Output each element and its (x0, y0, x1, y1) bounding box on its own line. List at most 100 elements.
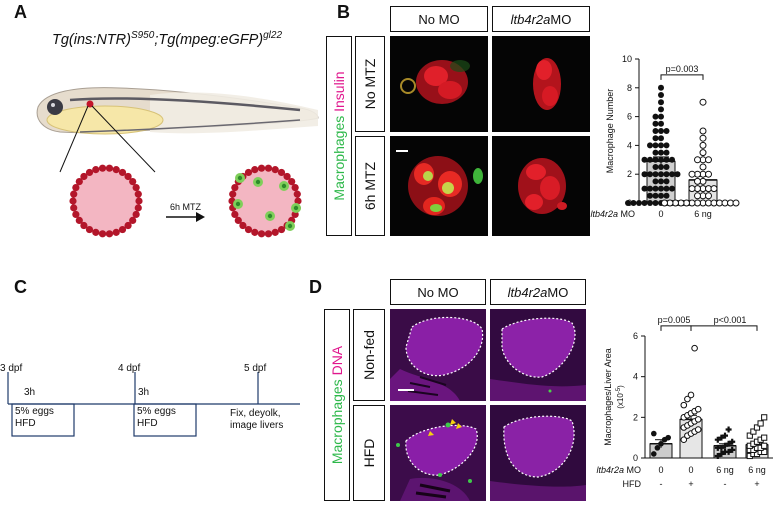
y-axis-label: Macrophages/Liver Area (603, 348, 613, 446)
data-point (674, 171, 681, 178)
data-point (680, 436, 688, 443)
islet-cell (75, 216, 83, 224)
data-point (652, 171, 659, 178)
macrophage-nucleus (255, 179, 261, 185)
data-point (658, 113, 664, 120)
islet-cell (124, 221, 132, 230)
data-point (722, 432, 728, 439)
data-point (652, 142, 659, 149)
data-point (663, 171, 670, 178)
data-point (651, 430, 657, 437)
data-point (705, 192, 712, 200)
data-point (658, 99, 664, 106)
p-value-label: p=0.005 (658, 315, 691, 325)
data-point (647, 156, 653, 163)
data-point (658, 192, 664, 199)
data-point (732, 199, 740, 207)
data-point (658, 106, 664, 113)
islet-cell (229, 190, 237, 198)
data-point (688, 170, 696, 178)
islet-cell (72, 210, 80, 219)
data-point (658, 171, 664, 178)
b-row-header-no-mtz: No MTZ (355, 36, 385, 132)
data-point (658, 142, 664, 149)
islet-cell (98, 164, 107, 172)
timeline-day-5: 5 dpf (244, 363, 267, 374)
p-value-label: p=0.003 (666, 64, 699, 74)
data-point (663, 178, 670, 185)
data-point (652, 120, 659, 127)
d-row-header-non-fed: Non-fed (353, 309, 385, 401)
data-point (669, 185, 675, 192)
data-point (641, 185, 648, 192)
islet-cell (231, 183, 239, 192)
y-tick-label: 6 (627, 112, 632, 122)
d-row-header-hfd: HFD (353, 405, 385, 501)
data-point (761, 442, 768, 449)
significance-bracket (690, 325, 758, 331)
significance-bracket (660, 325, 692, 331)
data-point (658, 135, 664, 142)
data-point (699, 149, 707, 157)
islet-cell (80, 172, 88, 181)
data-point (699, 127, 707, 135)
x-tick-label-hfd: - (724, 479, 727, 489)
data-point (663, 192, 670, 199)
b-col-header-no-mo: No MO (390, 6, 488, 32)
data-point (761, 448, 768, 456)
data-point (718, 434, 725, 441)
islet-cell (257, 230, 266, 238)
x-tick-label: 6 ng (716, 465, 734, 475)
data-point (647, 171, 653, 178)
islet-cell (264, 230, 273, 238)
data-point (761, 434, 768, 441)
panel-b-label: B (337, 2, 350, 22)
islet-cell (92, 228, 100, 236)
data-point (663, 156, 670, 163)
b-stain-label: Macrophages Insulin (326, 36, 352, 236)
islet-cell (257, 164, 266, 172)
data-point (647, 142, 653, 149)
y-tick-label: 4 (627, 140, 632, 150)
data-point (725, 426, 732, 433)
timeline-day-3: 3 dpf (0, 363, 23, 374)
data-point (691, 344, 698, 352)
significance-bracket (660, 74, 704, 80)
data-point (663, 149, 670, 156)
data-point (625, 200, 631, 206)
data-point (718, 450, 725, 457)
data-point (746, 432, 753, 439)
b-row-header-6h-mtz: 6h MTZ (355, 136, 385, 236)
data-point (699, 141, 707, 149)
islet-cell (129, 178, 137, 186)
data-point (630, 200, 637, 206)
data-point (722, 442, 728, 449)
data-point (658, 84, 664, 91)
macrophage-nucleus (237, 175, 243, 181)
islet-cell (134, 190, 142, 198)
islet-cell (70, 204, 78, 212)
x-tick-label: 0 (688, 465, 693, 475)
data-point (705, 156, 712, 164)
x-row-label: ltb4r2a MO (590, 209, 635, 219)
islet-cell (291, 183, 299, 192)
x-tick-label-hfd: + (754, 479, 759, 489)
data-point (725, 440, 732, 447)
islet-cell (271, 228, 279, 236)
y-tick-label: 4 (633, 372, 638, 382)
y-tick-label: 6 (633, 331, 638, 341)
data-point (714, 452, 721, 459)
d-stain-label: Macrophages DNA (324, 309, 350, 501)
islet-cell (98, 230, 107, 238)
data-point (699, 98, 707, 106)
islet-cell (124, 172, 132, 181)
islet-cell (234, 216, 242, 224)
data-point (652, 192, 659, 199)
data-point (669, 156, 675, 163)
timeline-feed-1: 5% eggs HFD (15, 406, 54, 429)
islet-cell (118, 168, 127, 177)
data-point (658, 149, 664, 156)
b-col-header-mo: ltb4r2a MO (492, 6, 590, 32)
